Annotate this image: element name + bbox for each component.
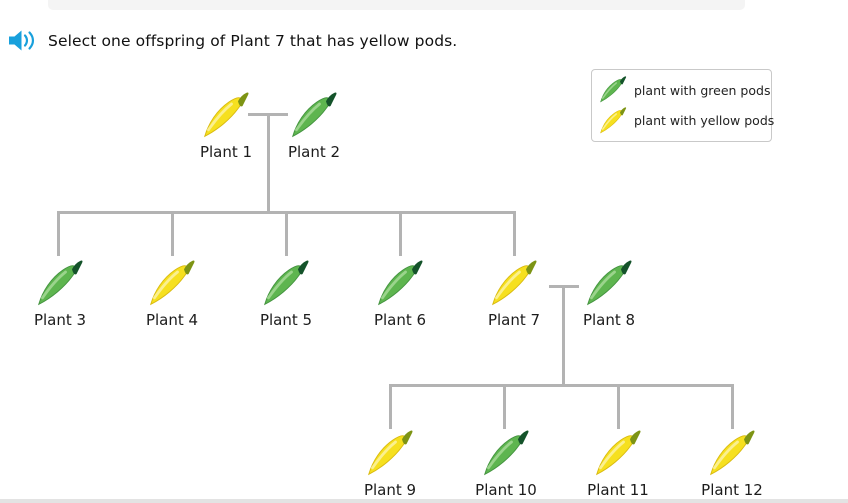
gen2-drop-line [399, 211, 402, 256]
gen3-drop-line [731, 384, 734, 429]
pod-icon[interactable] [592, 430, 644, 478]
gen2-drop-line [171, 211, 174, 256]
plant-label: Plant 11 [587, 481, 649, 499]
question-row: Select one offspring of Plant 7 that has… [8, 29, 457, 52]
gen2-drop-line [57, 211, 60, 256]
gen3-drop-line [389, 384, 392, 429]
plant-label: Plant 8 [582, 311, 636, 329]
couple2-drop-line [562, 285, 565, 385]
legend-item-yellow: plant with yellow pods [598, 107, 774, 135]
plant-label: Plant 2 [287, 143, 341, 161]
pod-icon[interactable] [364, 430, 416, 478]
pod-icon[interactable] [480, 430, 532, 478]
top-divider-bar [48, 0, 745, 10]
plant-4[interactable]: Plant 4 [127, 260, 217, 329]
pod-icon[interactable] [488, 260, 540, 308]
plant-label: Plant 9 [363, 481, 417, 499]
pod-icon[interactable] [200, 92, 252, 140]
gen2-drop-line [513, 211, 516, 256]
plant-6[interactable]: Plant 6 [355, 260, 445, 329]
plant-label: Plant 6 [373, 311, 427, 329]
plant-7[interactable]: Plant 7 [469, 260, 559, 329]
bottom-divider-bar [0, 499, 848, 503]
plant-label: Plant 4 [145, 311, 199, 329]
plant-2[interactable]: Plant 2 [269, 92, 359, 161]
plant-11[interactable]: Plant 11 [573, 430, 663, 499]
question-text: Select one offspring of Plant 7 that has… [48, 31, 458, 50]
plant-9[interactable]: Plant 9 [345, 430, 435, 499]
plant-1[interactable]: Plant 1 [181, 92, 271, 161]
plant-3[interactable]: Plant 3 [15, 260, 105, 329]
plant-label: Plant 12 [701, 481, 763, 499]
plant-5[interactable]: Plant 5 [241, 260, 331, 329]
plant-label: Plant 3 [33, 311, 87, 329]
pod-icon[interactable] [288, 92, 340, 140]
yellow-pod-icon [598, 107, 628, 135]
green-pod-icon [598, 76, 628, 104]
plant-12[interactable]: Plant 12 [687, 430, 777, 499]
legend-item-green: plant with green pods [598, 76, 770, 104]
plant-10[interactable]: Plant 10 [461, 430, 551, 499]
legend-label: plant with green pods [634, 82, 771, 98]
plant-label: Plant 7 [487, 311, 541, 329]
couple1-drop-line [267, 113, 270, 212]
gen3-drop-line [503, 384, 506, 429]
gen3-drop-line [617, 384, 620, 429]
legend-box: plant with green pods plant with yellow … [591, 69, 774, 142]
pod-icon[interactable] [706, 430, 758, 478]
gen2-drop-line [285, 211, 288, 256]
speaker-audio-icon[interactable] [8, 29, 36, 52]
pod-icon[interactable] [260, 260, 312, 308]
pod-icon[interactable] [146, 260, 198, 308]
gen3-sibling-bar [390, 384, 733, 387]
pod-icon[interactable] [583, 260, 635, 308]
plant-label: Plant 5 [259, 311, 313, 329]
plant-8[interactable]: Plant 8 [564, 260, 654, 329]
plant-label: Plant 10 [475, 481, 537, 499]
pod-icon[interactable] [34, 260, 86, 308]
pod-icon[interactable] [374, 260, 426, 308]
plant-label: Plant 1 [199, 143, 253, 161]
legend-label: plant with yellow pods [634, 113, 775, 129]
